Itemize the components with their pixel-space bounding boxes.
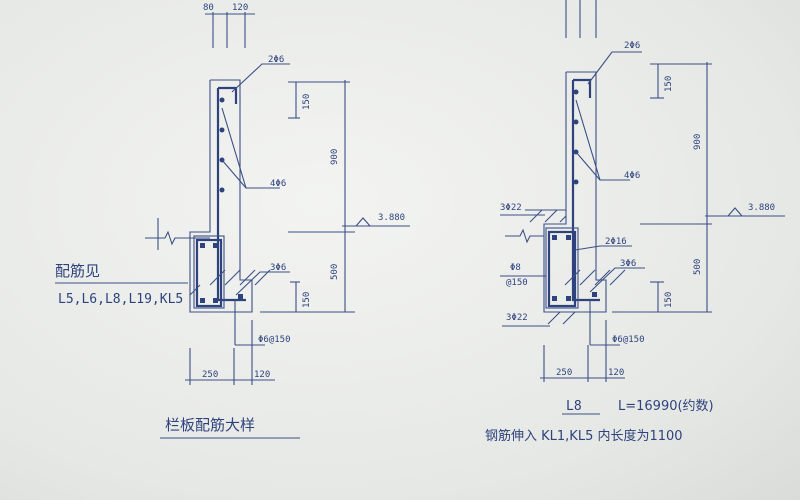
- right-stirrup-beam-b: @150: [506, 278, 528, 288]
- left-top-dim-b: 120: [232, 3, 248, 13]
- right-note: 钢筋伸入 KL1,KL5 内长度为1100: [485, 428, 683, 444]
- right-rebar-top-beam: 3Φ22: [500, 203, 522, 213]
- left-dim-900: 900: [330, 149, 340, 165]
- right-length-note: L=16990(约数): [618, 399, 714, 414]
- left-dim-150-top: 150: [302, 94, 312, 110]
- right-rebar-bottom: 3Φ6: [620, 259, 636, 269]
- left-dim-250: 250: [202, 370, 218, 380]
- right-dim-150-top: 150: [664, 76, 674, 92]
- right-rebar-side: 2Φ16: [605, 237, 627, 247]
- left-elevation: 3.880: [378, 213, 405, 223]
- left-dim-120: 120: [254, 370, 270, 380]
- right-label: L8: [566, 399, 582, 414]
- left-dim-500: 500: [330, 264, 340, 280]
- right-stirrup: Φ6@150: [612, 335, 645, 345]
- left-title: 栏板配筋大样: [165, 416, 255, 434]
- left-note-line2: L5,L6,L8,L19,KL5: [58, 292, 183, 307]
- right-dim-250: 250: [556, 368, 572, 378]
- left-rebar-mid: 4Φ6: [270, 179, 286, 189]
- right-dim-500: 500: [693, 259, 703, 275]
- left-rebar-top: 2Φ6: [268, 55, 284, 65]
- right-parapet-detail: 2Φ6 4Φ6 2Φ16 3Φ6 3Φ22 3Φ22 Φ8 @150 Φ6@15…: [485, 0, 785, 444]
- right-stirrup-beam-a: Φ8: [510, 263, 521, 273]
- right-elevation: 3.880: [748, 203, 775, 213]
- left-top-dim-a: 80: [203, 3, 214, 13]
- right-rebar-bottom-beam: 3Φ22: [506, 313, 528, 323]
- right-dim-900: 900: [693, 134, 703, 150]
- left-rebar-bottom: 3Φ6: [270, 263, 286, 273]
- left-stirrup: Φ6@150: [258, 335, 291, 345]
- right-rebar-top: 2Φ6: [624, 41, 640, 51]
- left-dim-150-bottom: 150: [302, 292, 312, 308]
- right-rebar-mid: 4Φ6: [624, 171, 640, 181]
- right-dim-120: 120: [608, 368, 624, 378]
- right-dim-150-bottom: 150: [664, 292, 674, 308]
- left-note-line1: 配筋见: [55, 262, 100, 280]
- left-parapet-detail: 80 120 2Φ6 4Φ6 3Φ6 Φ6@150 150 900 500 15…: [55, 3, 410, 439]
